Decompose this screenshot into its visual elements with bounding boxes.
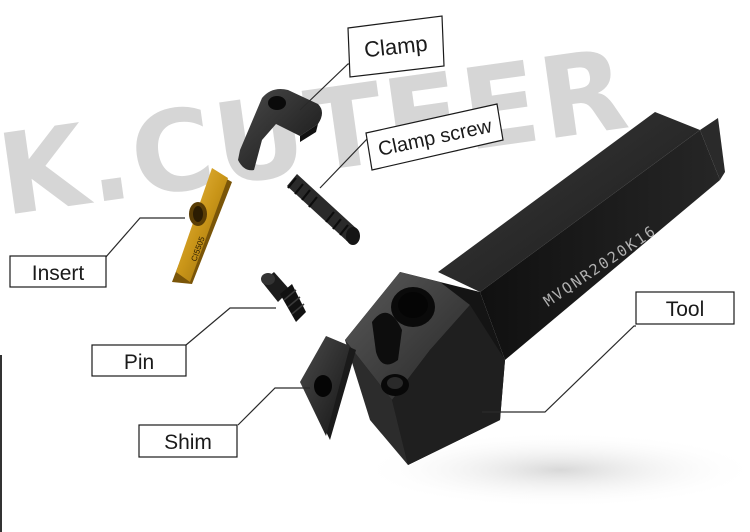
- shim-leader: [237, 387, 310, 426]
- insert-leader: [104, 217, 185, 259]
- tool-leader: [482, 325, 636, 413]
- svg-text:Pin: Pin: [124, 351, 154, 374]
- label-shim: Shim: [138, 424, 238, 458]
- shim-part: [300, 336, 356, 440]
- svg-text:Tool: Tool: [666, 298, 705, 321]
- clamp-screw-part: [287, 174, 360, 245]
- label-pin: Pin: [91, 344, 187, 377]
- pin-part: [261, 272, 306, 322]
- label-insert: Insert: [9, 255, 107, 288]
- svg-text:Insert: Insert: [32, 262, 85, 285]
- insert-part: CI5505: [172, 168, 232, 284]
- floor-shadow: [360, 432, 750, 508]
- svg-text:Shim: Shim: [164, 431, 212, 454]
- label-clamp: Clamp: [347, 15, 445, 78]
- pin-leader: [185, 307, 276, 346]
- label-tool: Tool: [635, 291, 735, 325]
